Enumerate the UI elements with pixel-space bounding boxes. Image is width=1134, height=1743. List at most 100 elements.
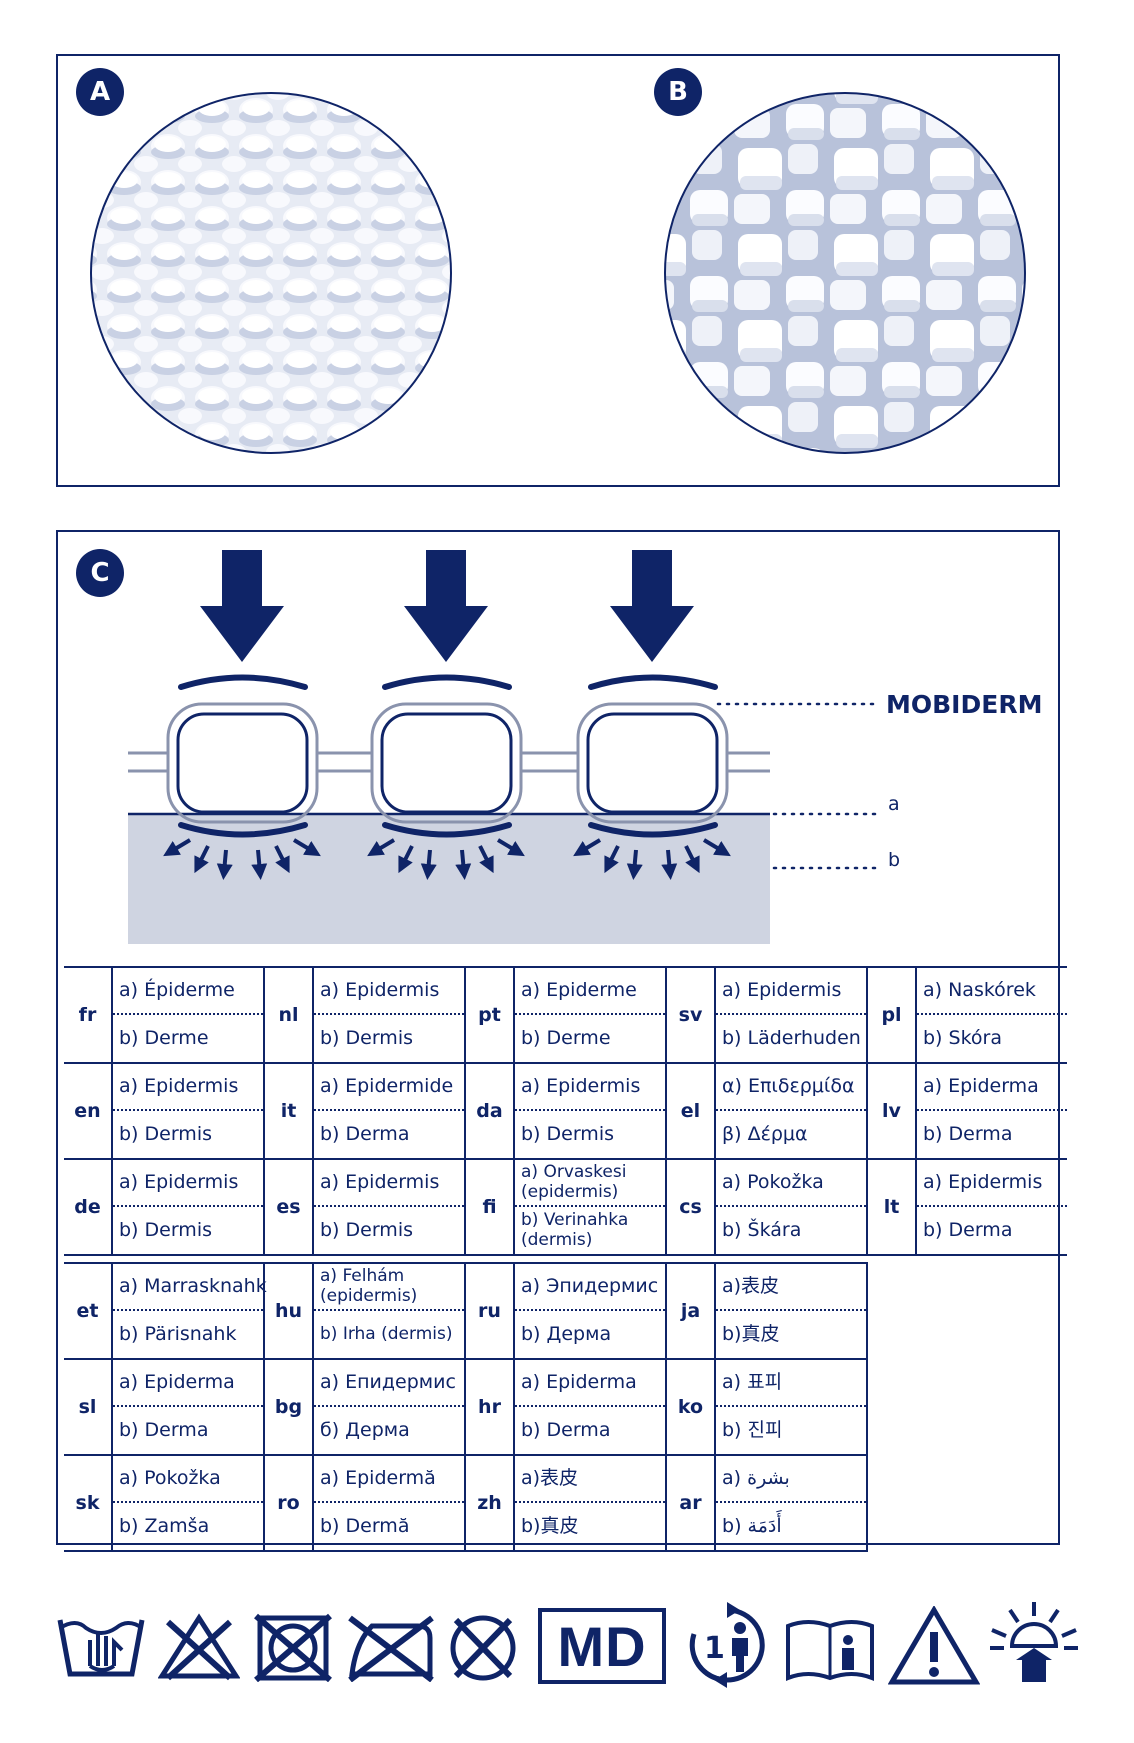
term-cell: a) Pokožka b) Zamša	[112, 1455, 265, 1551]
compression-diagram: MOBIDERM a b	[128, 550, 1042, 944]
epidermis-term: a) Epidermă	[314, 1456, 464, 1503]
badge-a: A	[76, 68, 124, 116]
epidermis-term: a) Epidermis	[917, 1160, 1067, 1207]
language-code: ko	[666, 1359, 716, 1455]
language-code: pt	[465, 967, 515, 1063]
dermis-term: أَدَمَة (b	[722, 1514, 782, 1537]
single-patient-reuse-icon: 1	[689, 1602, 765, 1688]
texture-a-circle	[90, 92, 452, 454]
badge-b: B	[654, 68, 702, 116]
dermis-term: b) Zamša	[119, 1514, 210, 1537]
language-code: pl	[867, 967, 917, 1063]
dermis-term: b) Derma	[923, 1218, 1013, 1241]
language-code: da	[465, 1063, 515, 1159]
term-cell: a) Orvaskesi (epidermis)b) Verinahka (de…	[514, 1159, 667, 1255]
epidermis-term: a) Marrasknahk	[113, 1264, 267, 1311]
dermis-term: b) Derme	[119, 1026, 209, 1049]
texture-illustrations	[90, 92, 1026, 454]
epidermis-term: a) Épiderme	[113, 968, 263, 1015]
pressure-arcs	[178, 674, 718, 838]
epidermis-term: a) Epiderma	[515, 1360, 665, 1407]
dermis-term: b) Irha (dermis)	[320, 1323, 453, 1344]
language-code: fi	[465, 1159, 515, 1255]
language-code: zh	[465, 1455, 515, 1551]
language-code: el	[666, 1063, 716, 1159]
layer-b-label: b	[888, 849, 900, 871]
epidermis-term: a) Pokožka	[716, 1160, 866, 1207]
dermis-term: b) Pärisnahk	[119, 1322, 237, 1345]
epidermis-term: a) Epidermis	[314, 1160, 464, 1207]
epidermis-term: a) Epidermis	[113, 1160, 263, 1207]
dermis-term: b) Derma	[320, 1122, 410, 1145]
term-cell: a) Епидермис б) Дерма	[313, 1359, 466, 1455]
language-code: hu	[264, 1263, 314, 1359]
language-code: bg	[264, 1359, 314, 1455]
no-bleach-icon	[158, 1613, 240, 1681]
layer-a-label: a	[888, 793, 900, 815]
language-code: ro	[264, 1455, 314, 1551]
no-iron-icon	[348, 1615, 434, 1682]
no-tumble-dry-icon	[254, 1613, 332, 1682]
language-code: sl	[64, 1359, 113, 1455]
epidermis-term: a) Epidermis	[113, 1064, 263, 1111]
texture-b-circle	[664, 92, 1026, 454]
term-cell: a) Felhám (epidermis)b) Irha (dermis)	[313, 1263, 466, 1359]
dermis-term: b) Derme	[521, 1026, 611, 1049]
term-cell: a) Marrasknahk b) Pärisnahk	[112, 1263, 267, 1359]
leader-lines	[716, 702, 878, 870]
language-code: es	[264, 1159, 314, 1255]
foam-cell	[586, 712, 719, 814]
dermis-term: b) Škára	[722, 1218, 802, 1241]
epidermis-term: a) Epiderma	[113, 1360, 263, 1407]
epidermis-term: a) Epidermis	[314, 968, 464, 1015]
epidermis-term: a) Orvaskesi (epidermis)	[515, 1160, 665, 1207]
epidermis-term: a)表皮	[515, 1456, 665, 1503]
medical-device-icon: MD	[538, 1608, 666, 1684]
mechanism-panel: C	[56, 530, 1067, 1551]
epidermis-term: a) Epidermide	[314, 1064, 464, 1111]
badge-c: C	[76, 549, 124, 597]
consult-instructions-icon	[786, 1620, 874, 1681]
caution-icon	[888, 1606, 980, 1685]
dermis-term: б) Дерма	[320, 1418, 410, 1441]
dermis-term: b) Dermis	[320, 1026, 413, 1049]
term-cell: α) Επιδερμίδα β) Δέρμα	[715, 1063, 868, 1159]
foam-cell	[176, 712, 309, 814]
dermis-term: b) Dermis	[119, 1122, 212, 1145]
brand-label: MOBIDERM	[886, 690, 1042, 719]
epidermis-term: a) Епидермис	[314, 1360, 464, 1407]
epidermis-term: α) Επιδερμίδα	[716, 1064, 866, 1111]
dermis-term: b) Dermă	[320, 1514, 410, 1537]
md-label: MD	[557, 1614, 647, 1678]
language-code: nl	[264, 967, 314, 1063]
epidermis-term: a) 표피	[716, 1360, 866, 1407]
language-code: ru	[465, 1263, 515, 1359]
dispersion-arrows	[163, 838, 731, 880]
reuse-count: 1	[704, 1631, 725, 1666]
epidermis-term: a) Epidermis	[515, 1064, 665, 1111]
epidermis-term: a) Pokožka	[113, 1456, 263, 1503]
dermis-term: b) Derma	[119, 1418, 209, 1441]
language-code: lt	[867, 1159, 917, 1255]
term-cell: a) Epidermis b) Dermis	[112, 1063, 265, 1159]
dermis-term: b) Verinahka (dermis)	[521, 1210, 629, 1250]
epidermis-term: a) Epiderme	[515, 968, 665, 1015]
epidermis-term: a)表皮	[716, 1264, 866, 1311]
dermis-term: β) Δέρμα	[722, 1122, 808, 1145]
term-cell: a) Épiderme b) Derme	[112, 967, 265, 1063]
dermis-term: b) 진피	[722, 1418, 783, 1441]
term-cell: a) Pokožka b) Škára	[715, 1159, 868, 1255]
term-cell: a) Epidermis b) Derma	[916, 1159, 1067, 1255]
language-code: sv	[666, 967, 716, 1063]
